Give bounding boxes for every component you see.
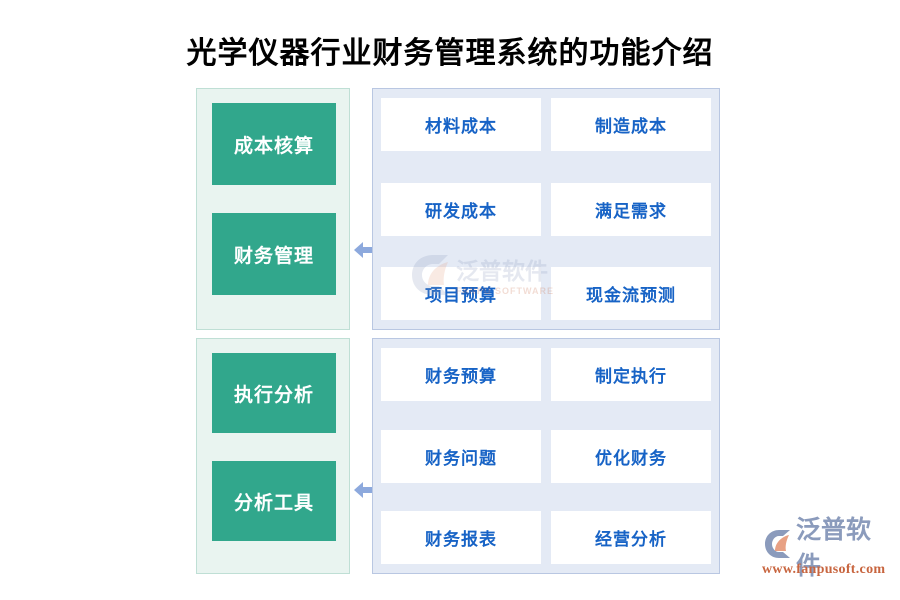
feature-panel-execution-analysis: 财务预算 制定执行 财务问题 优化财务 财务报表 经营分析 — [372, 338, 720, 574]
feature-card-meet-demand[interactable]: 满足需求 — [551, 182, 711, 236]
feature-card-formulate-execution[interactable]: 制定执行 — [551, 348, 711, 401]
category-box-financial-management[interactable]: 财务管理 — [212, 213, 336, 295]
section-execution-analysis: 执行分析 分析工具 财务预算 制定执行 财务问题 优化财务 财务报表 经营分析 — [196, 338, 720, 574]
feature-card-manufacturing-cost[interactable]: 制造成本 — [551, 98, 711, 151]
feature-card-optimize-finance[interactable]: 优化财务 — [551, 429, 711, 483]
feature-row: 财务问题 优化财务 — [381, 429, 711, 483]
feature-row: 项目预算 现金流预测 — [381, 267, 711, 320]
feature-card-financial-budget[interactable]: 财务预算 — [381, 348, 541, 401]
category-box-execution-analysis[interactable]: 执行分析 — [212, 353, 336, 433]
brand-name: 泛普软件 — [796, 517, 872, 580]
category-panel-execution-analysis: 执行分析 分析工具 — [196, 338, 350, 574]
category-box-cost-accounting[interactable]: 成本核算 — [212, 103, 336, 185]
feature-card-financial-issues[interactable]: 财务问题 — [381, 429, 541, 483]
brand-url: www.fanpusoft.com — [762, 562, 886, 577]
feature-card-rnd-cost[interactable]: 研发成本 — [381, 182, 541, 236]
category-box-analysis-tools[interactable]: 分析工具 — [212, 461, 336, 541]
feature-row: 财务报表 经营分析 — [381, 511, 711, 564]
feature-card-project-budget[interactable]: 项目预算 — [381, 267, 541, 320]
feature-row: 材料成本 制造成本 — [381, 98, 711, 151]
feature-card-operations-analysis[interactable]: 经营分析 — [551, 511, 711, 564]
section-cost-accounting: 成本核算 财务管理 材料成本 制造成本 研发成本 满足需求 项目预算 现金流预测 — [196, 88, 720, 330]
feature-card-financial-statements[interactable]: 财务报表 — [381, 511, 541, 564]
page-title: 光学仪器行业财务管理系统的功能介绍 — [186, 37, 714, 70]
fanpu-c-swoosh-logo — [762, 529, 794, 564]
feature-row: 财务预算 制定执行 — [381, 348, 711, 401]
feature-card-material-cost[interactable]: 材料成本 — [381, 98, 541, 151]
brand-logo: 泛普软件 www.fanpusoft.com — [762, 517, 894, 582]
category-panel-cost-accounting: 成本核算 财务管理 — [196, 88, 350, 330]
feature-panel-cost-accounting: 材料成本 制造成本 研发成本 满足需求 项目预算 现金流预测 — [372, 88, 720, 330]
feature-row: 研发成本 满足需求 — [381, 182, 711, 236]
feature-card-cashflow-forecast[interactable]: 现金流预测 — [551, 267, 711, 320]
